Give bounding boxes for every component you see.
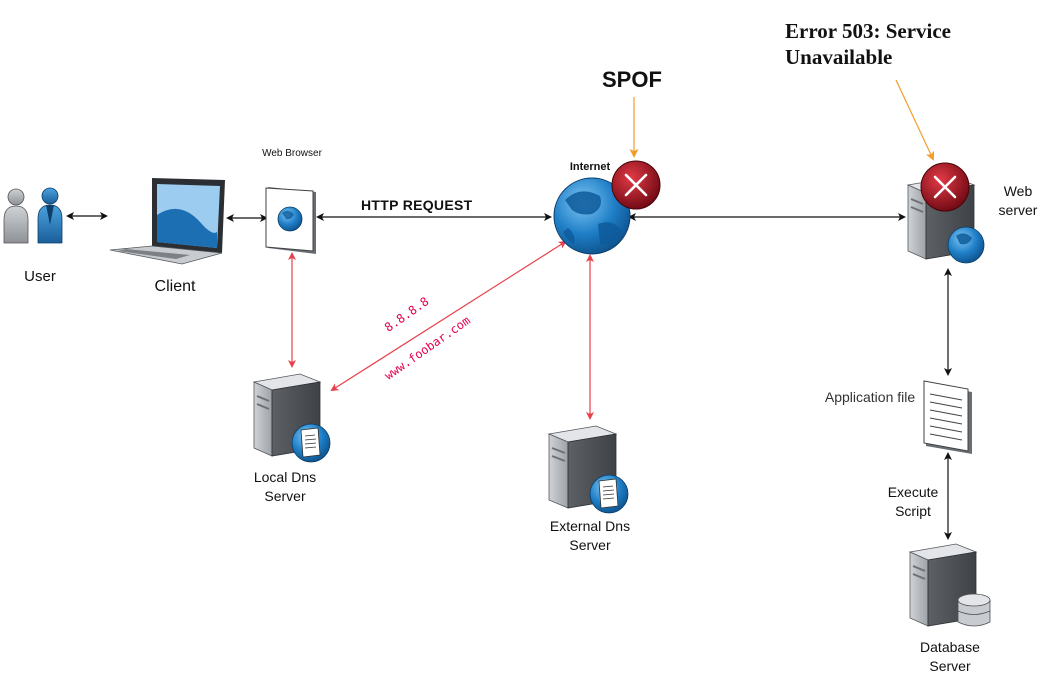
database-icon [957, 593, 991, 627]
globe-icon [947, 226, 985, 264]
document-icon [291, 423, 331, 463]
application-file-label: Application file [824, 389, 916, 405]
error-x-icon [611, 160, 661, 210]
web-server-label: Web server [998, 183, 1038, 218]
execute-script-label: Execute Script [887, 484, 939, 519]
user-icon [3, 187, 63, 244]
spof-label: SPOF [602, 67, 662, 92]
laptop-icon [109, 178, 225, 265]
arrow-error-pointer [895, 79, 935, 161]
globe-icon [553, 177, 631, 255]
browser-icon [265, 187, 316, 254]
error-503-label: Error 503: Service Unavailable [785, 19, 952, 69]
internet-label: Internet [569, 161, 611, 173]
external-dns-label: External Dns Server [549, 518, 631, 553]
web-browser-label: Web Browser [262, 148, 322, 159]
http-request-label: HTTP REQUEST [361, 197, 473, 213]
document-icon [923, 380, 972, 454]
connectors [66, 79, 952, 540]
local-dns-label: Local Dns Server [253, 469, 317, 504]
arrow-localdns-internet [330, 240, 567, 392]
document-icon [589, 474, 629, 514]
user-label: User [24, 268, 56, 285]
client-label: Client [154, 278, 196, 295]
error-x-icon [920, 162, 970, 212]
database-server-label: Database Server [920, 639, 980, 674]
